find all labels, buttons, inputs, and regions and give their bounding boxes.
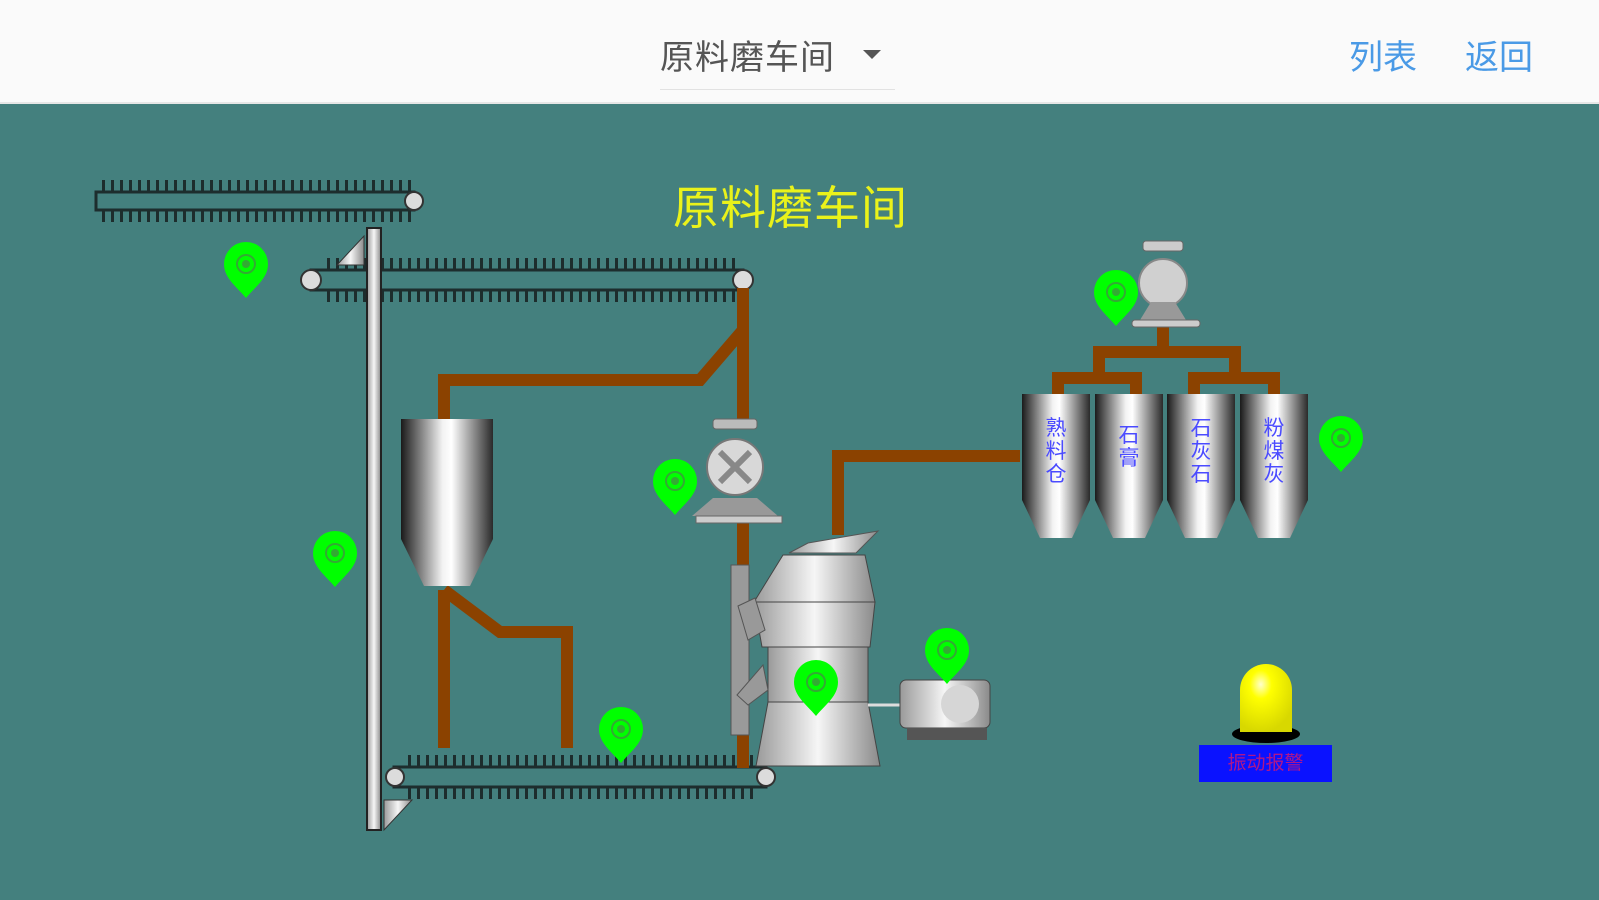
location-marker-icon[interactable]: [312, 530, 358, 588]
silo-group: [1022, 394, 1308, 538]
silo-label: 粉煤灰: [1263, 416, 1285, 486]
location-marker-icon[interactable]: [924, 627, 970, 685]
pipes: [438, 288, 1280, 768]
location-marker-icon[interactable]: [1318, 415, 1364, 473]
list-link[interactable]: 列表: [1349, 38, 1417, 78]
location-marker-icon[interactable]: [1093, 269, 1139, 327]
vertical-mill: [730, 530, 881, 767]
alarm-label[interactable]: 振动报警: [1199, 745, 1332, 782]
rotary-feeder-1: [692, 418, 783, 524]
back-link[interactable]: 返回: [1465, 38, 1533, 78]
workshop-selector-value: 原料磨车间: [660, 38, 835, 78]
chevron-down-icon: [863, 50, 881, 59]
conveyor-1: [94, 180, 424, 222]
conveyor-2: [300, 258, 754, 302]
bucket-elevator: [335, 227, 414, 832]
location-marker-icon[interactable]: [652, 458, 698, 516]
mill-motor: [868, 679, 991, 740]
alarm-lamp[interactable]: [1232, 664, 1300, 743]
silo-label: 石灰石: [1190, 416, 1212, 486]
location-marker-icon[interactable]: [223, 241, 269, 299]
workshop-selector[interactable]: 原料磨车间: [660, 28, 895, 90]
silo-label: 石膏: [1118, 423, 1140, 470]
rotary-feeder-2: [1131, 240, 1201, 328]
process-diagram: 原料磨车间 熟料仓 石膏 石灰石 粉煤灰 振动报警: [0, 104, 1599, 900]
diagram-title: 原料磨车间: [673, 181, 908, 235]
conveyor-3: [385, 755, 776, 799]
top-bar: 原料磨车间 列表 返回: [0, 0, 1599, 104]
feed-hopper: [401, 419, 493, 586]
location-marker-icon[interactable]: [598, 706, 644, 764]
silo-label: 熟料仓: [1045, 416, 1067, 486]
